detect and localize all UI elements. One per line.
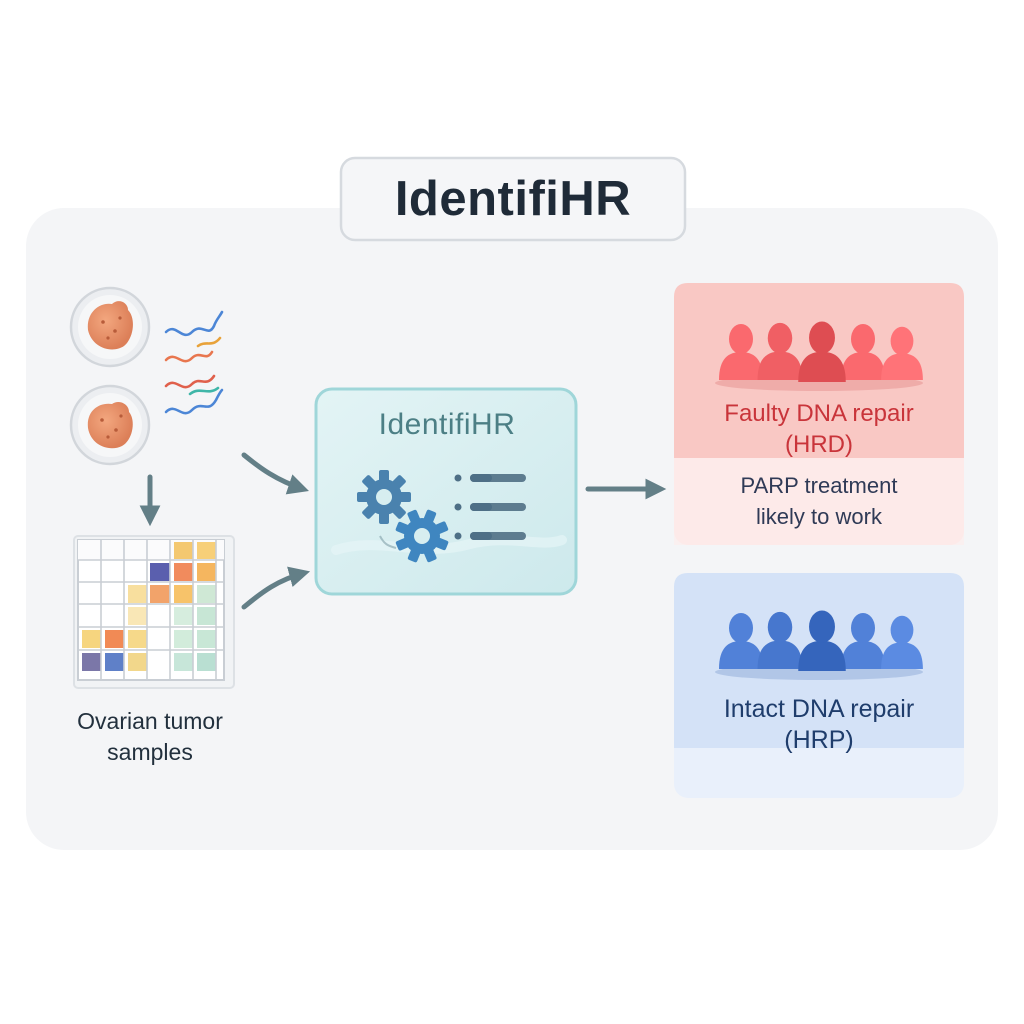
title-box (339, 156, 687, 242)
person-figure (757, 611, 803, 669)
hrp-card (674, 573, 964, 798)
input-label: Ovarian tumor samples (40, 706, 260, 768)
hrd-label-line2: (HRD) (785, 431, 853, 458)
input-arrow-top (241, 452, 309, 495)
gene-expression-squiggles (164, 310, 224, 415)
tumor-sample-icon (69, 286, 151, 368)
gene-expression-heatmap-icon (73, 535, 235, 689)
person-figure (881, 326, 923, 380)
parp-note-line2: likely to work (756, 504, 882, 529)
tumor-sample-icon (69, 384, 151, 466)
person-figure (798, 321, 846, 382)
person-figure (841, 324, 885, 380)
person-figure (881, 615, 923, 669)
person-figure (841, 613, 885, 669)
person-figure (798, 610, 846, 671)
input-label-line1: Ovarian tumor (77, 708, 223, 734)
person-figure (719, 613, 763, 669)
hrp-label: Intact DNA repair (HRP) (676, 694, 962, 756)
input-arrow-bottom (241, 566, 311, 610)
person-figure (757, 322, 803, 380)
gears-icon (357, 470, 449, 563)
person-figure (719, 324, 763, 380)
patient-group-icon (715, 610, 923, 680)
model-box (314, 387, 578, 596)
hrp-label-line2: (HRP) (784, 726, 854, 754)
parp-note: PARP treatment likely to work (676, 470, 962, 532)
feature-list-icon (454, 474, 526, 540)
parp-note-line1: PARP treatment (740, 473, 898, 498)
page-title: IdentifiHR (394, 172, 632, 226)
input-label-line2: samples (107, 739, 193, 765)
hrd-label-line1: Faulty DNA repair (724, 400, 914, 427)
model-box-label: IdentifiHR (378, 408, 516, 441)
patient-group-icon (715, 321, 923, 391)
hrd-label: Faulty DNA repair (HRD) (676, 398, 962, 460)
hrp-label-line1: Intact DNA repair (723, 695, 915, 723)
